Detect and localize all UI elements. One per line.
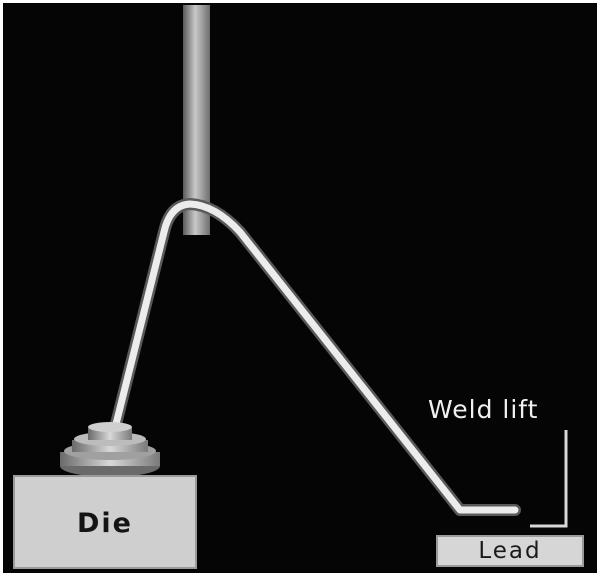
weld-lift-label: Weld lift [428,395,539,424]
lead-label: Lead [478,538,542,564]
weld-lift-indicator [530,430,568,528]
bond-wire-highlight [108,200,519,514]
ball-bond [60,422,160,477]
capillary-tool [183,5,210,235]
die-block [13,475,197,569]
die-label: Die [77,508,133,539]
bond-wire [106,198,521,516]
lead-block [436,535,584,567]
